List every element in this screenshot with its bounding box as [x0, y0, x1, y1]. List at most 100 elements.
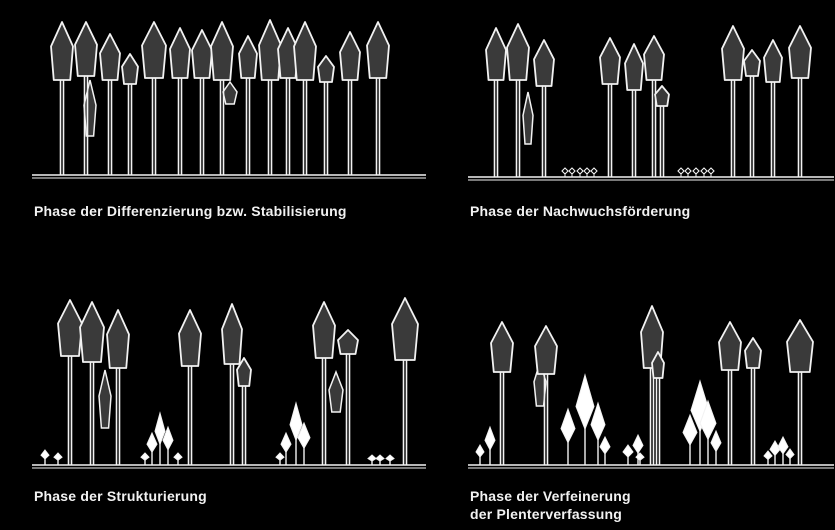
panel-differenzierung [32, 19, 426, 179]
caption-strukturierung: Phase der Strukturierung [34, 487, 207, 505]
caption-line: Phase der Differenzierung bzw. Stabilisi… [34, 203, 347, 219]
sapling [154, 411, 166, 465]
tree [599, 37, 621, 177]
tree [141, 21, 167, 175]
tree [744, 337, 762, 465]
sapling [622, 444, 634, 465]
tree [293, 21, 317, 175]
tree [50, 21, 74, 175]
sapling [140, 452, 150, 465]
sapling [682, 413, 698, 465]
tree [763, 39, 783, 177]
understory-crown [83, 79, 97, 137]
ground-line [468, 464, 834, 469]
caption-differenzierung: Phase der Differenzierung bzw. Stabilisi… [34, 202, 347, 220]
tree [624, 43, 644, 177]
sapling [280, 431, 292, 465]
sapling [635, 452, 645, 465]
tree [788, 25, 812, 177]
tree [366, 21, 390, 175]
tree [238, 35, 258, 175]
seedling [692, 167, 700, 177]
tree [312, 301, 336, 465]
sapling [297, 421, 311, 465]
tree [191, 29, 213, 175]
seedling [576, 167, 584, 177]
seedling [684, 167, 692, 177]
tree [339, 31, 361, 175]
seedling [561, 167, 569, 177]
ground-line [32, 464, 426, 469]
tree [485, 27, 507, 177]
tree [743, 49, 761, 177]
caption-line: Phase der Verfeinerung [470, 488, 631, 504]
tree [236, 357, 252, 465]
tree [210, 21, 234, 175]
tree [258, 19, 282, 175]
sapling [632, 433, 644, 465]
sapling [289, 401, 303, 465]
seedling [583, 167, 591, 177]
tree [490, 321, 514, 465]
tree [317, 55, 335, 175]
seedling [568, 167, 576, 177]
tree [391, 297, 419, 465]
tree [337, 329, 359, 465]
sapling [560, 407, 576, 465]
sapling [785, 448, 795, 465]
sapling [599, 435, 611, 465]
caption-nachwuchsfoerderung: Phase der Nachwuchsförderung [470, 202, 690, 220]
tree [533, 39, 555, 177]
panel-nachwuchsfoerderung [468, 23, 834, 181]
sapling [575, 373, 595, 465]
tree [643, 35, 665, 177]
tree [277, 27, 299, 175]
sapling [763, 450, 773, 465]
seedling [590, 167, 598, 177]
seedling [700, 167, 708, 177]
sapling [146, 431, 158, 465]
understory-crown [522, 91, 534, 145]
caption-line: Phase der Strukturierung [34, 488, 207, 504]
tree [651, 351, 665, 465]
tree [221, 303, 243, 465]
sapling [375, 454, 385, 465]
caption-line: Phase der Nachwuchsförderung [470, 203, 691, 219]
sapling [769, 440, 781, 465]
sapling [275, 452, 285, 465]
sapling [777, 435, 789, 465]
tree [786, 319, 814, 465]
tree [121, 53, 139, 175]
sapling [173, 452, 183, 465]
panel-strukturierung [32, 297, 426, 469]
caption-line: der Plenterverfassung [470, 506, 623, 522]
tree [169, 27, 191, 175]
tree [721, 25, 745, 177]
sapling [484, 425, 496, 465]
sapling [40, 449, 50, 465]
understory-crown [98, 369, 112, 429]
tree [506, 23, 530, 177]
ground-line [468, 176, 834, 181]
sapling [590, 401, 606, 465]
sapling [385, 454, 395, 465]
sapling [475, 443, 485, 465]
tree [178, 309, 202, 465]
sapling [162, 425, 174, 465]
tree [106, 309, 130, 465]
understory-crown [222, 80, 238, 105]
ground-line [32, 174, 426, 179]
sapling [53, 452, 63, 465]
tree [99, 33, 121, 175]
tree [79, 301, 105, 465]
sapling [710, 429, 722, 465]
panel-verfeinerung [468, 305, 834, 469]
sapling [699, 399, 717, 465]
sapling [367, 454, 377, 465]
understory-crown [328, 369, 344, 413]
tree [718, 321, 742, 465]
tree [74, 21, 98, 175]
seedling [707, 167, 715, 177]
caption-verfeinerung: Phase der Verfeinerung der Plenterverfas… [470, 487, 631, 523]
